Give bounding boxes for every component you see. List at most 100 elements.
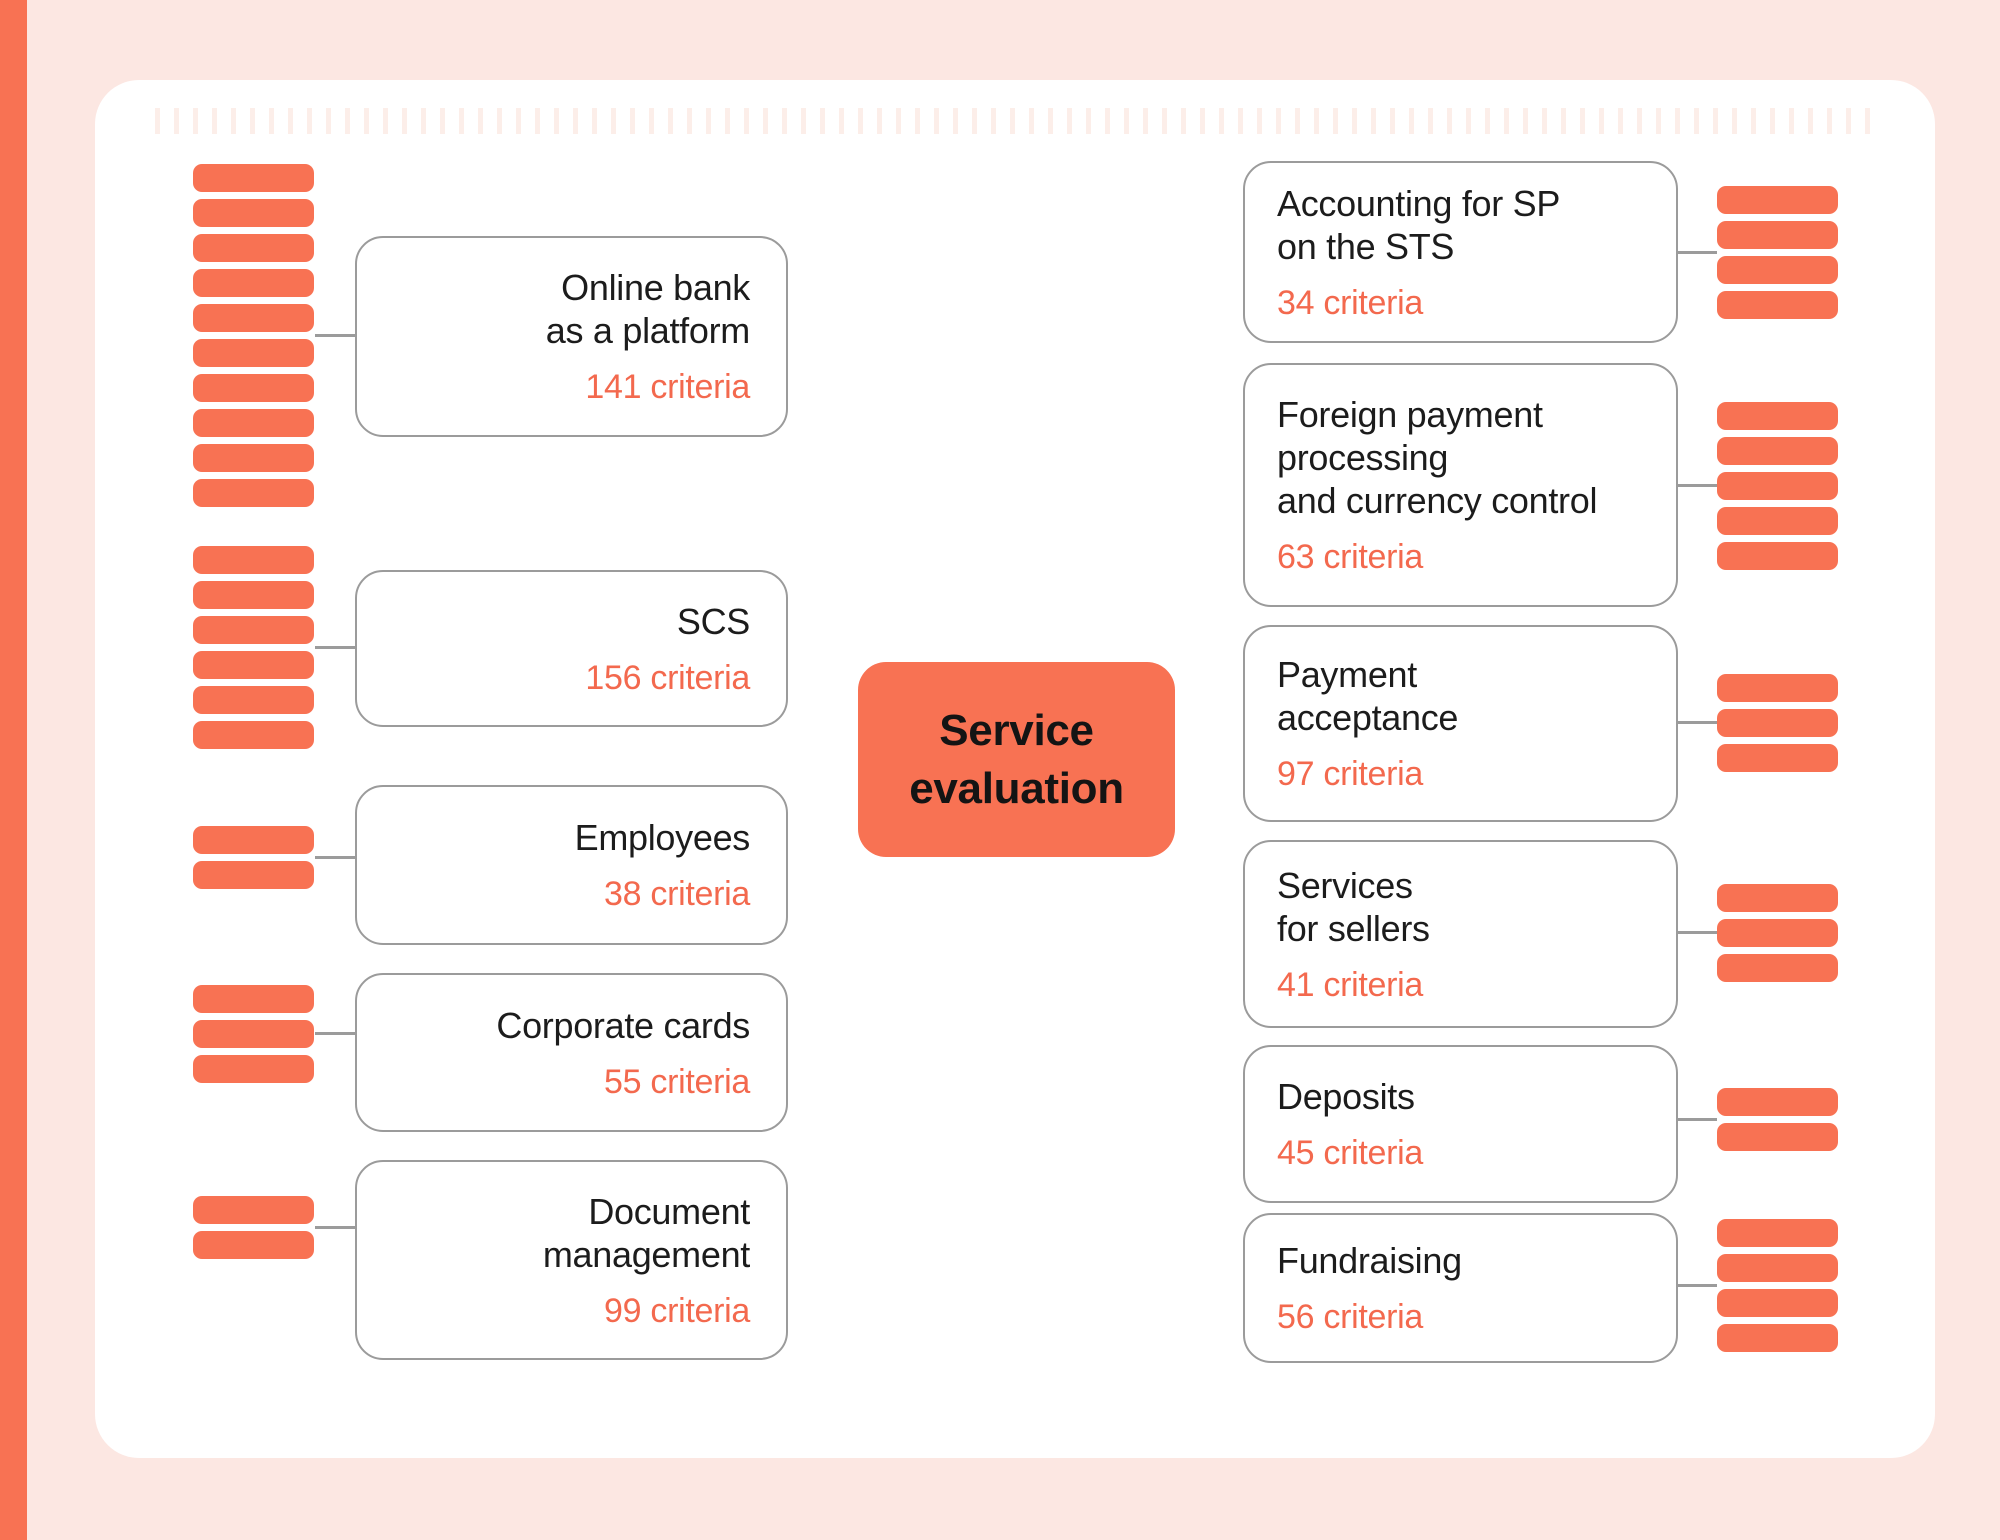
criteria-bar	[1717, 1324, 1838, 1352]
node-criteria-count: 156 criteria	[585, 658, 750, 697]
criteria-bar	[1717, 291, 1838, 319]
node-box-employees: Employees 38 criteria	[355, 785, 788, 945]
connector-line	[315, 334, 355, 337]
criteria-bar	[193, 546, 314, 574]
criteria-bar	[1717, 186, 1838, 214]
node-title: Services for sellers	[1277, 864, 1430, 949]
node-box-online-bank: Online bank as a platform 141 criteria	[355, 236, 788, 437]
criteria-bar	[193, 985, 314, 1013]
node-box-services-for-sellers: Services for sellers 41 criteria	[1243, 840, 1678, 1028]
node-criteria-count: 45 criteria	[1277, 1134, 1423, 1172]
bar-stack	[1717, 186, 1838, 319]
criteria-bar	[193, 164, 314, 192]
node-criteria-count: 99 criteria	[604, 1291, 750, 1330]
node-title: Payment acceptance	[1277, 654, 1459, 738]
criteria-bar	[193, 479, 314, 507]
criteria-bar	[1717, 709, 1838, 737]
accent-strip	[0, 0, 27, 1540]
criteria-bar	[193, 826, 314, 854]
criteria-bar	[193, 581, 314, 609]
criteria-bar	[1717, 1088, 1838, 1116]
criteria-bar	[1717, 1254, 1838, 1282]
node-box-scs: SCS 156 criteria	[355, 570, 788, 727]
bar-stack	[193, 826, 314, 889]
criteria-bar	[1717, 402, 1838, 430]
node-box-corporate-cards: Corporate cards 55 criteria	[355, 973, 788, 1132]
center-node-title: Service evaluation	[909, 705, 1124, 813]
node-box-document-management: Document management 99 criteria	[355, 1160, 788, 1360]
criteria-bar	[193, 339, 314, 367]
criteria-bar	[1717, 256, 1838, 284]
criteria-bar	[1717, 884, 1838, 912]
node-title: Corporate cards	[496, 1004, 750, 1046]
node-title: SCS	[676, 600, 750, 642]
bar-stack	[1717, 402, 1838, 570]
connector-line	[1678, 721, 1717, 724]
criteria-bar	[1717, 674, 1838, 702]
criteria-bar	[1717, 744, 1838, 772]
connector-line	[1678, 251, 1717, 254]
criteria-bar	[193, 1196, 314, 1224]
connector-line	[1678, 931, 1717, 934]
bar-stack	[1717, 884, 1838, 982]
criteria-bar	[193, 409, 314, 437]
perforation-dashes	[155, 108, 1875, 134]
node-title: Fundraising	[1277, 1240, 1462, 1281]
node-box-fundraising: Fundraising 56 criteria	[1243, 1213, 1678, 1363]
bar-stack	[193, 985, 314, 1083]
bar-stack	[1717, 674, 1838, 772]
criteria-bar	[1717, 1289, 1838, 1317]
criteria-bar	[1717, 437, 1838, 465]
bar-stack	[1717, 1088, 1838, 1151]
criteria-bar	[193, 374, 314, 402]
node-box-foreign-payment: Foreign payment processing and currency …	[1243, 363, 1678, 607]
node-criteria-count: 34 criteria	[1277, 283, 1423, 322]
criteria-bar	[1717, 1219, 1838, 1247]
bar-stack	[193, 546, 314, 749]
connector-line	[1678, 1118, 1717, 1121]
connector-line	[1678, 1284, 1717, 1287]
criteria-bar	[193, 1020, 314, 1048]
criteria-bar	[193, 304, 314, 332]
criteria-bar	[193, 651, 314, 679]
connector-line	[315, 1032, 355, 1035]
criteria-bar	[1717, 919, 1838, 947]
criteria-bar	[1717, 221, 1838, 249]
criteria-bar	[193, 234, 314, 262]
connector-line	[315, 1226, 355, 1229]
node-title: Online bank as a platform	[545, 267, 751, 351]
criteria-bar	[193, 1055, 314, 1083]
node-title: Deposits	[1277, 1076, 1415, 1117]
node-title: Accounting for SP on the STS	[1277, 182, 1561, 267]
criteria-bar	[193, 721, 314, 749]
node-criteria-count: 141 criteria	[585, 368, 750, 406]
bar-stack	[193, 1196, 314, 1259]
node-criteria-count: 56 criteria	[1277, 1298, 1423, 1336]
node-criteria-count: 38 criteria	[604, 875, 750, 913]
center-node-service-evaluation: Service evaluation	[858, 662, 1175, 857]
node-title: Document management	[542, 1190, 750, 1275]
connector-line	[1678, 484, 1717, 487]
node-box-accounting-sp-sts: Accounting for SP on the STS 34 criteria	[1243, 161, 1678, 343]
node-box-payment-acceptance: Payment acceptance 97 criteria	[1243, 625, 1678, 822]
criteria-bar	[1717, 1123, 1838, 1151]
criteria-bar	[1717, 472, 1838, 500]
criteria-bar	[193, 686, 314, 714]
criteria-bar	[1717, 507, 1838, 535]
bar-stack	[193, 164, 314, 507]
node-criteria-count: 97 criteria	[1277, 755, 1423, 793]
criteria-bar	[193, 616, 314, 644]
bar-stack	[1717, 1219, 1838, 1352]
criteria-bar	[1717, 954, 1838, 982]
node-criteria-count: 41 criteria	[1277, 965, 1423, 1004]
criteria-bar	[193, 199, 314, 227]
connector-line	[315, 646, 355, 649]
criteria-bar	[193, 269, 314, 297]
criteria-bar	[193, 861, 314, 889]
node-criteria-count: 55 criteria	[604, 1062, 750, 1101]
node-criteria-count: 63 criteria	[1277, 538, 1423, 576]
node-title: Employees	[574, 817, 751, 858]
criteria-bar	[193, 1231, 314, 1259]
connector-line	[315, 856, 355, 859]
